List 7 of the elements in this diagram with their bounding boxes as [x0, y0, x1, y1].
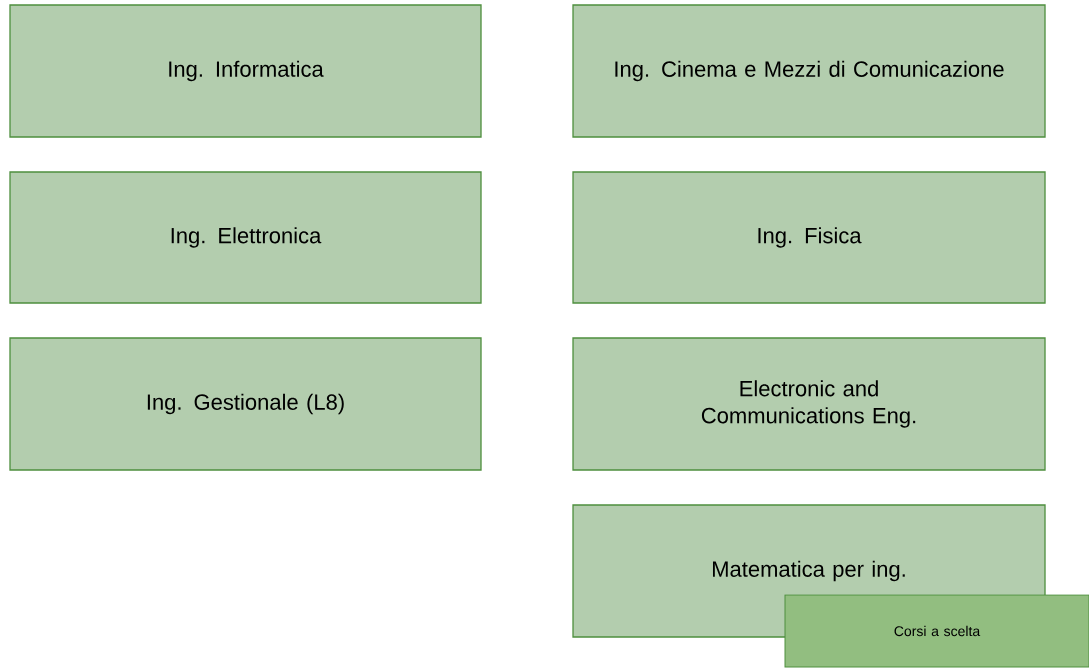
course-box: Electronic and Communications Eng.: [572, 337, 1046, 471]
course-box: Ing. Cinema e Mezzi di Comunicazione: [572, 4, 1046, 138]
course-box: Ing. Elettronica: [9, 171, 482, 304]
course-box: Ing. Fisica: [572, 171, 1046, 304]
course-box: Ing. Informatica: [9, 4, 482, 138]
tag-box: Corsi a scelta: [784, 594, 1089, 668]
course-box: Ing. Gestionale (L8): [9, 337, 482, 471]
